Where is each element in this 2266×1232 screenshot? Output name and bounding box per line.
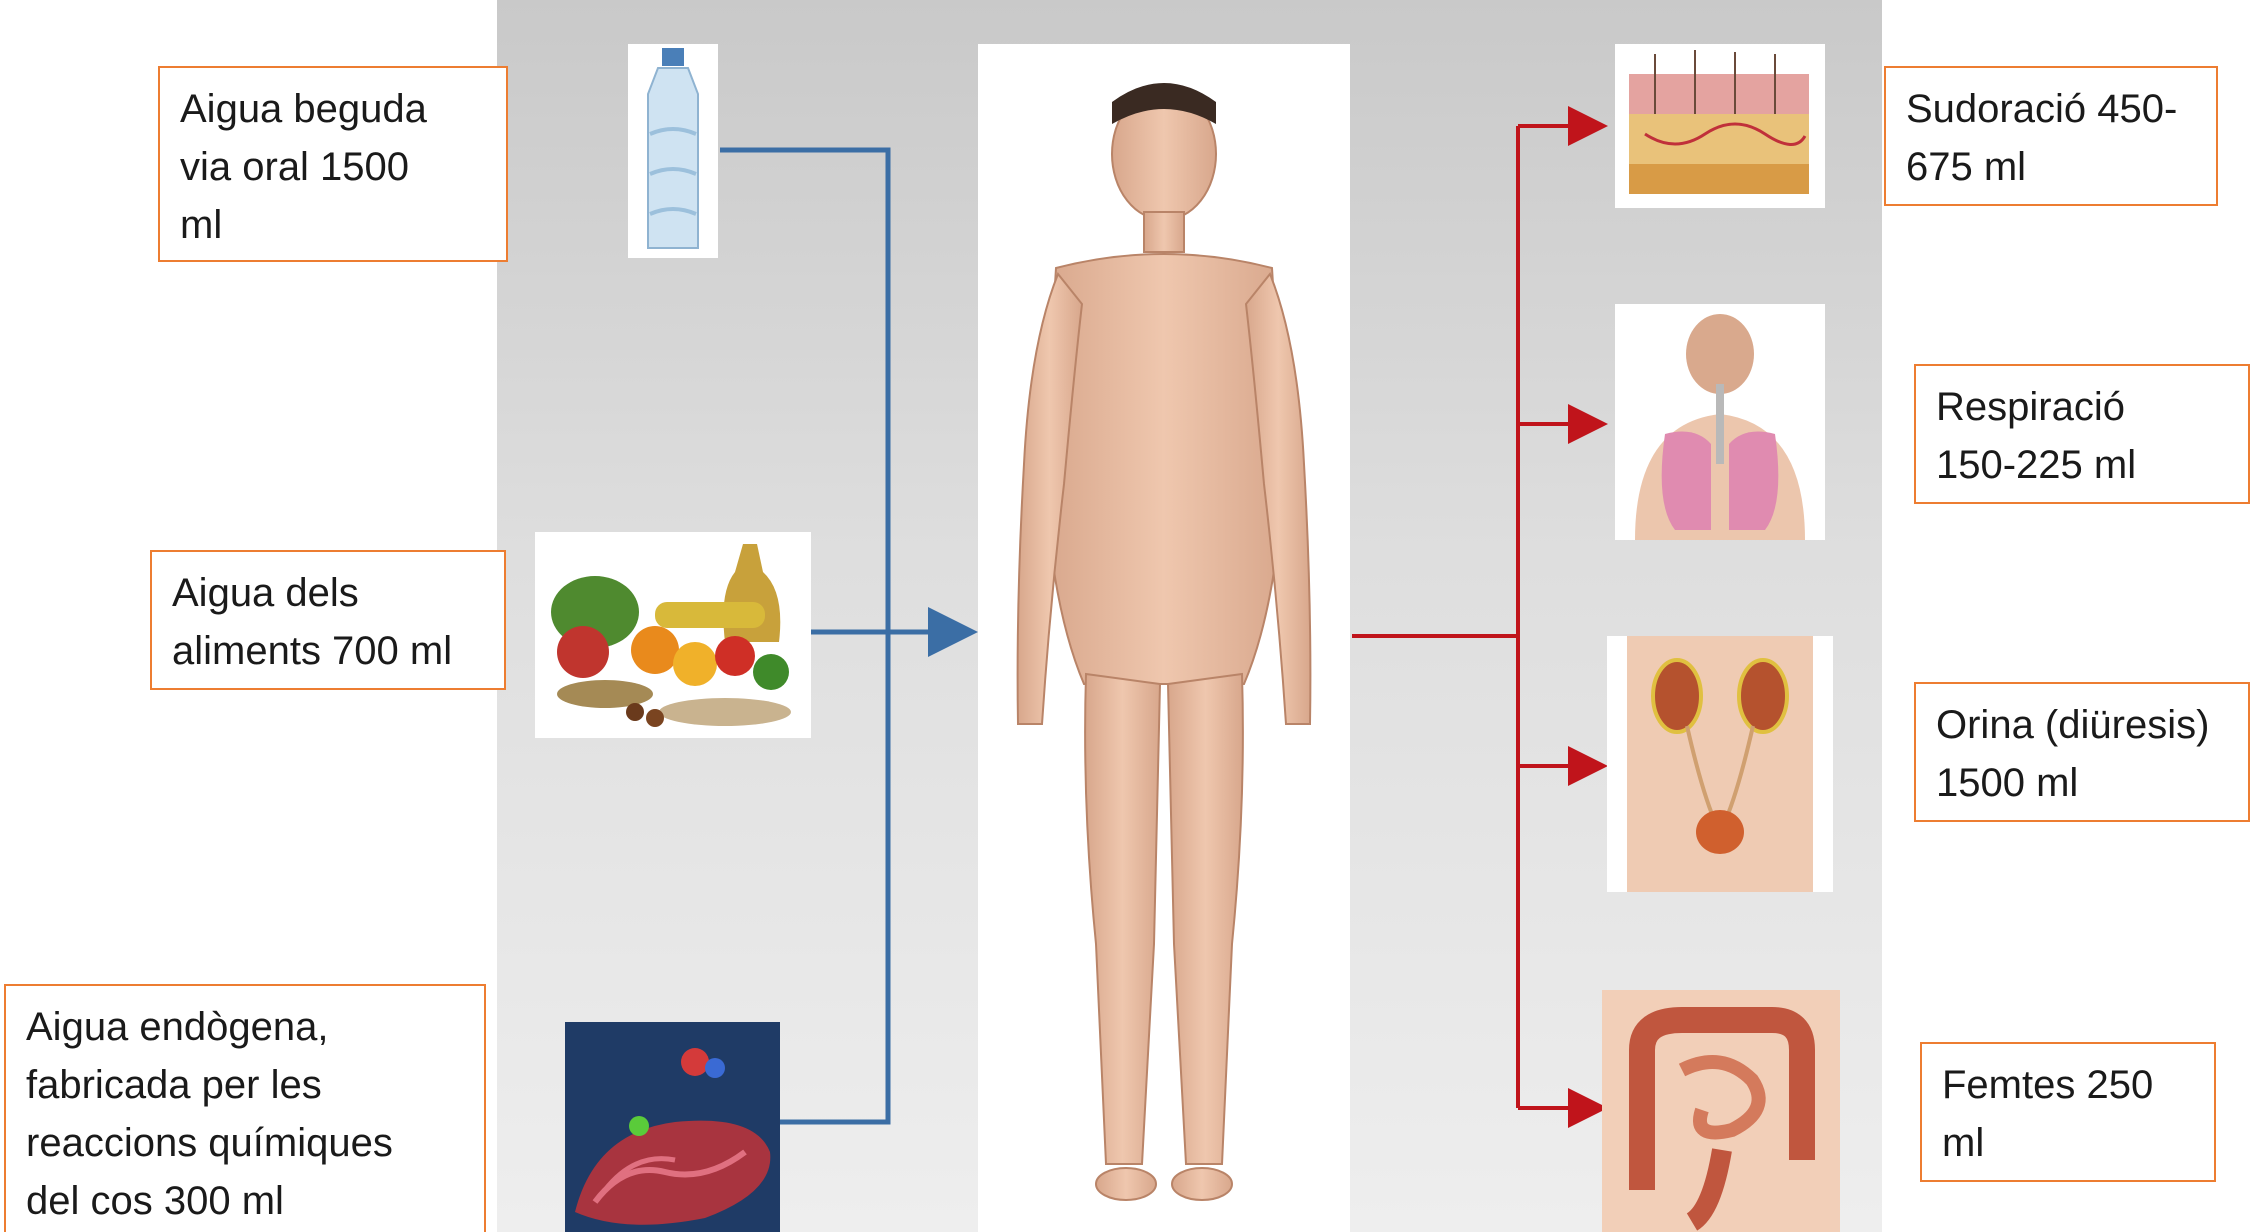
intake-label-food: Aigua dels aliments 700 ml [150,550,506,690]
kidneys-image [1607,636,1833,892]
skin-section-icon [1615,44,1825,208]
water-bottle-icon [628,44,718,258]
lungs-image [1615,304,1825,540]
output-label-breath: Respiració 150-225 ml [1914,364,2250,504]
food-icon [535,532,811,738]
human-body-icon [978,44,1350,1232]
skin-section-image [1615,44,1825,208]
output-label-urine: Orina (diüresis) 1500 ml [1914,682,2250,822]
intake-label-drink: Aigua beguda via oral 1500 ml [158,66,508,262]
intake-label-endogenous: Aigua endògena, fabricada per les reacci… [4,984,486,1232]
intestines-icon [1602,990,1840,1232]
mitochondrion-icon [565,1022,780,1232]
lungs-icon [1615,304,1825,540]
intestines-image [1602,990,1840,1232]
human-body-illustration [978,44,1350,1232]
food-image [535,532,811,738]
output-label-sweat: Sudoració 450- 675 ml [1884,66,2218,206]
kidneys-icon [1607,636,1833,892]
water-bottle-image [628,44,718,258]
mitochondrion-image [565,1022,780,1232]
output-label-feces: Femtes 250 ml [1920,1042,2216,1182]
